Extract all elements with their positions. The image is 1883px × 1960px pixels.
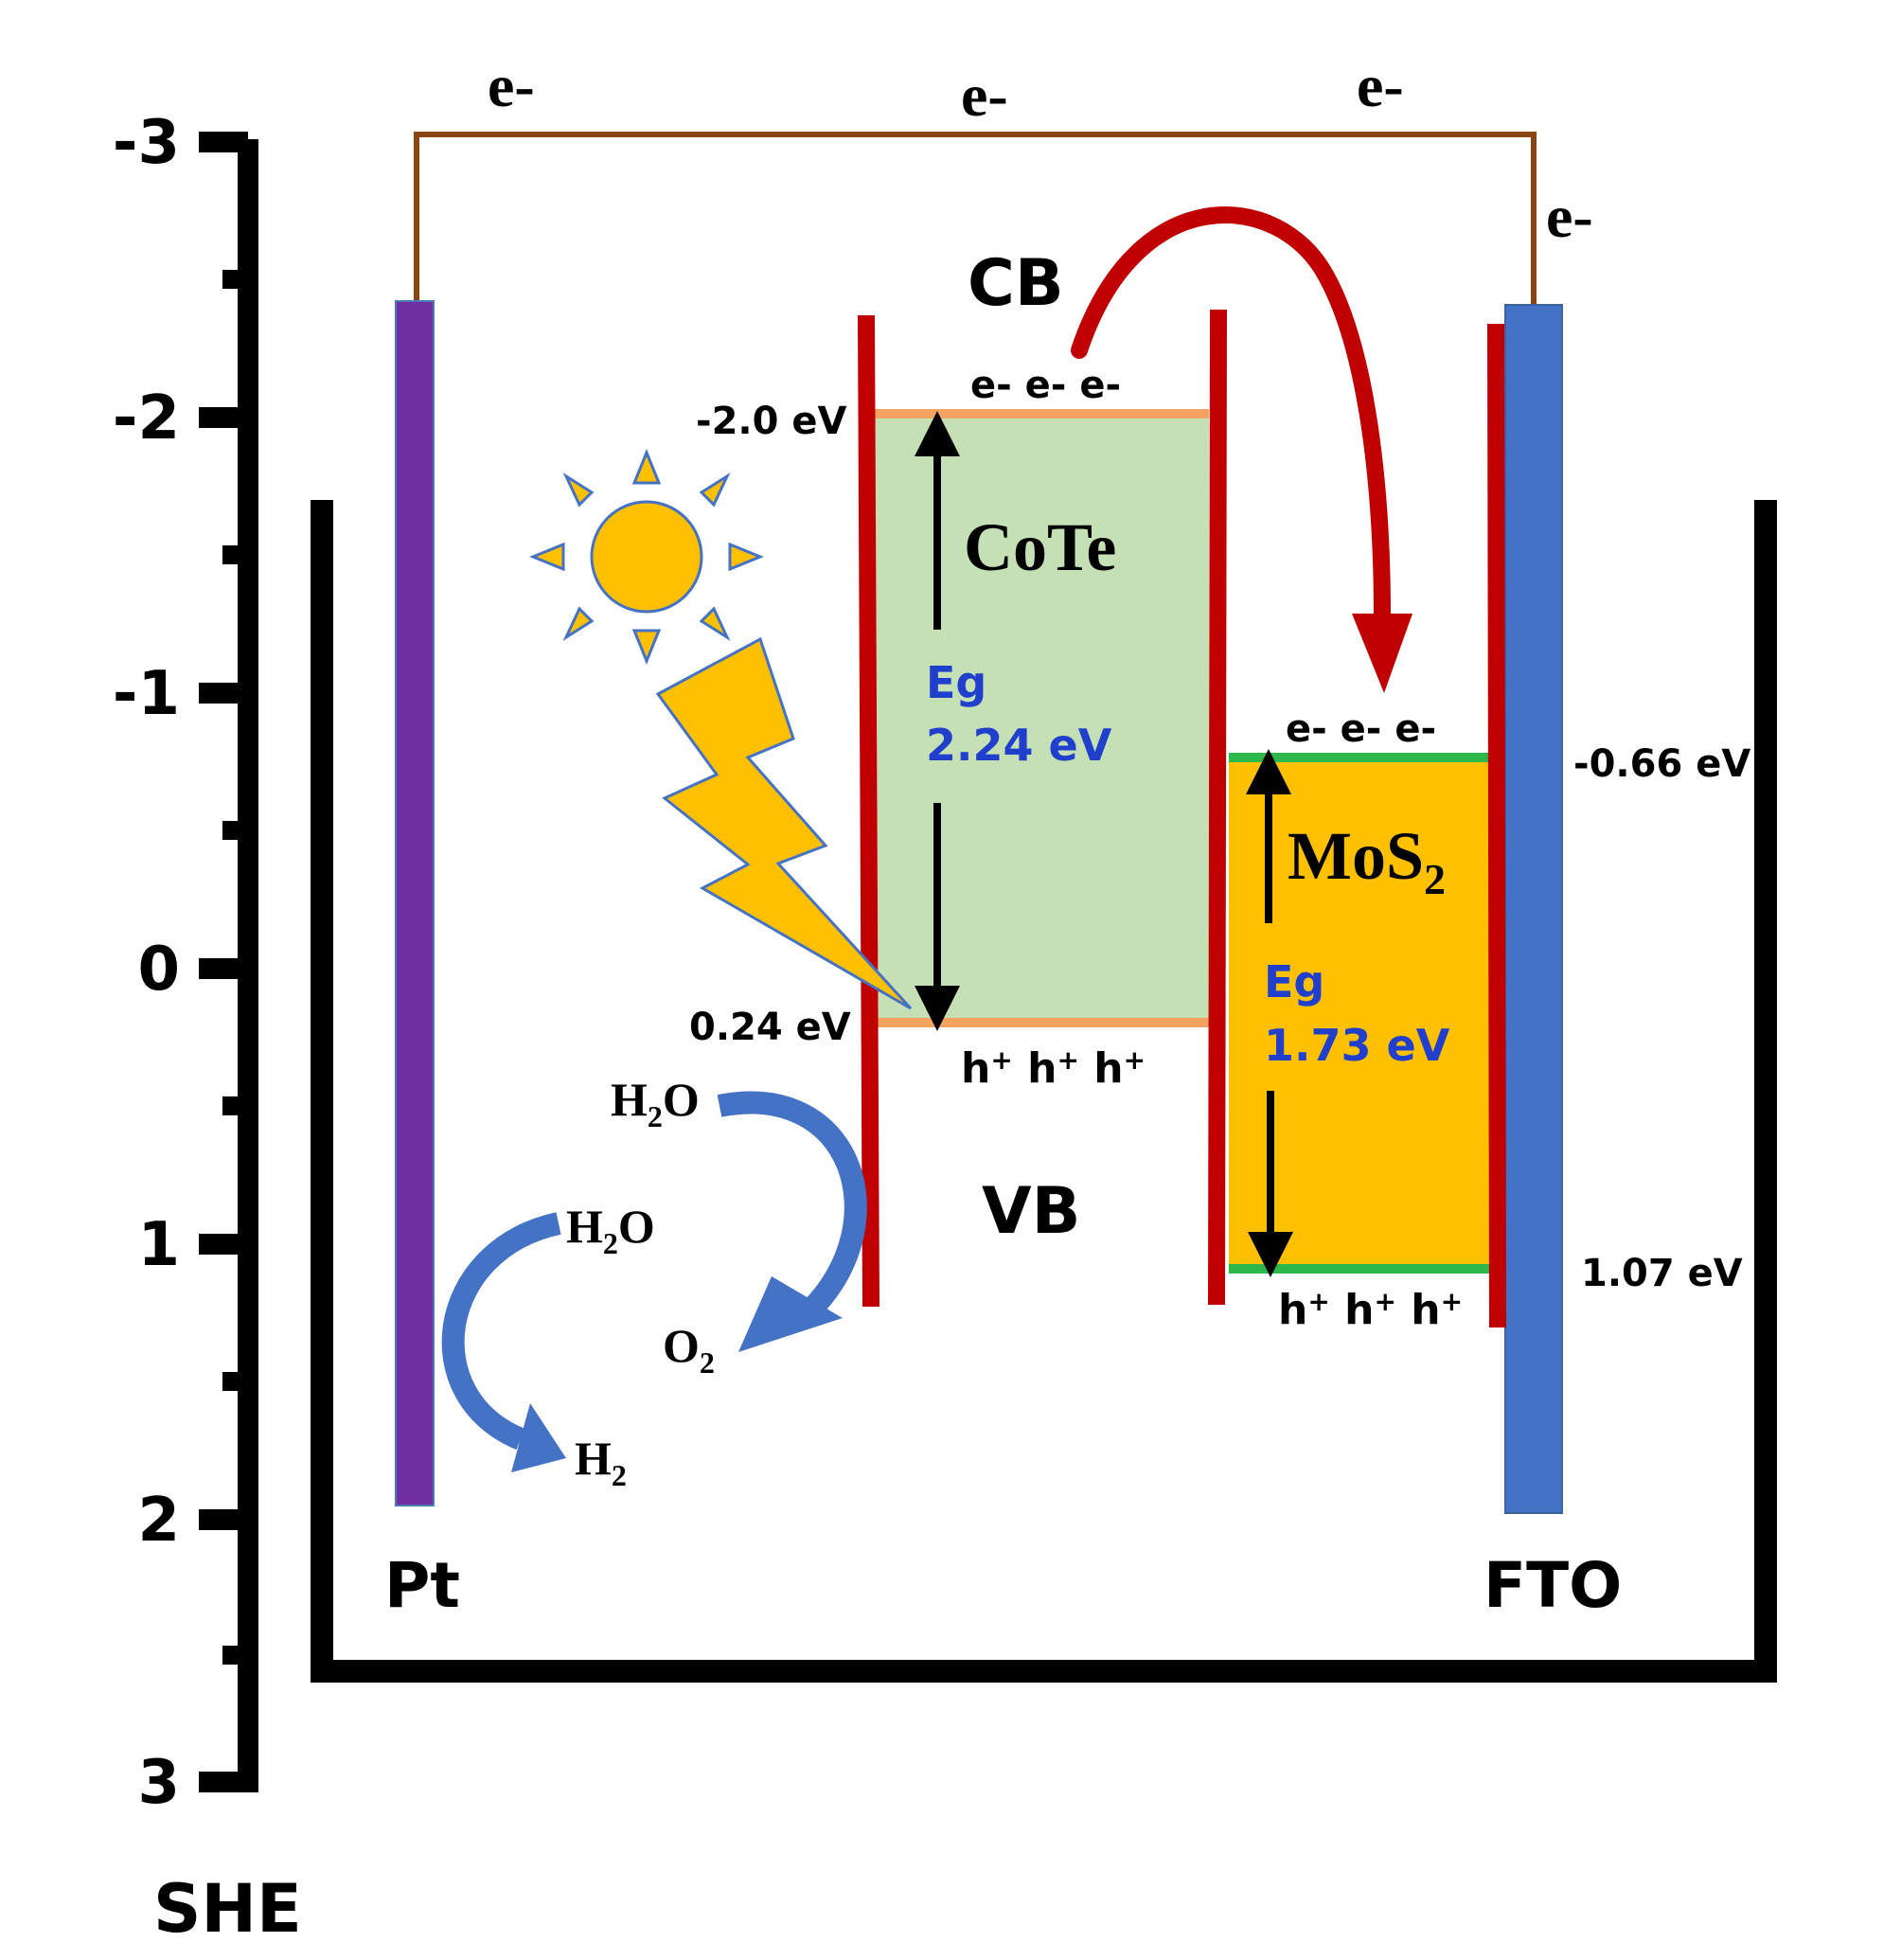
she-axis: -3 -2 -1 0 1 2 3 SHE (113, 108, 302, 1948)
mos2-electrons: e- e- e- (1286, 707, 1436, 751)
electron-transfer-arrow (1071, 206, 1391, 624)
mos2-right-wall (1487, 323, 1506, 1328)
pt-label: Pt (384, 1549, 460, 1622)
axis-tick-label: 1 (137, 1210, 180, 1280)
cote-cb-level: -2.0 eV (696, 400, 847, 443)
cote-vb-level: 0.24 eV (689, 1006, 851, 1049)
h2o-label-reduction: H2O (566, 1200, 655, 1260)
circuit-electron-label: e- (1546, 183, 1593, 250)
h2-label: H2 (575, 1432, 627, 1492)
h2o-label-oxidation: H2O (611, 1073, 700, 1133)
beaker-outline (311, 500, 1777, 1683)
sun-icon (529, 449, 764, 665)
electron-transfer-arrowhead (1352, 614, 1412, 693)
cote-band-gap-fill (873, 414, 1209, 1023)
mos2-holes: h+ h+ h+ (1278, 1286, 1463, 1334)
fto-label: FTO (1483, 1549, 1622, 1622)
reduction-arrowhead (511, 1403, 566, 1472)
mos2-eg-value: 1.73 eV (1264, 1020, 1450, 1071)
cote-holes: h+ h+ h+ (961, 1044, 1146, 1093)
circuit-electron-label: e- (1357, 52, 1404, 119)
mos2-cb-level: -0.66 eV (1573, 742, 1750, 786)
lightning-bolt-icon (655, 636, 913, 1010)
circuit-wire (414, 132, 1537, 305)
circuit-electron-label: e- (961, 62, 1008, 129)
cb-label: CB (968, 246, 1064, 321)
oxidation-arrow (717, 1091, 867, 1320)
axis-tick-label: -3 (113, 108, 180, 178)
mos2-vb-level: 1.07 eV (1581, 1252, 1743, 1295)
axis-tick-label: 0 (137, 935, 180, 1005)
axis-tick-label: 2 (137, 1486, 180, 1556)
mos2-eg-label: Eg (1264, 956, 1324, 1007)
cote-eg-label: Eg (926, 657, 986, 708)
axis-tick-label: -2 (113, 383, 180, 454)
cote-eg-value: 2.24 eV (926, 720, 1112, 771)
axis-tick-label: -1 (113, 659, 180, 729)
o2-label: O2 (663, 1319, 715, 1380)
oxidation-arrowhead (738, 1276, 843, 1352)
cote-electrons: e- e- e- (970, 364, 1121, 407)
reduction-arrow (441, 1212, 561, 1451)
axis-tick-label: 3 (137, 1748, 180, 1818)
axis-unit-label: SHE (153, 1870, 302, 1948)
mos2-label: MoS2 (1288, 818, 1446, 903)
cote-right-wall (1208, 309, 1227, 1306)
pt-electrode (395, 300, 435, 1506)
cote-label: CoTe (964, 509, 1116, 585)
cote-left-wall (858, 314, 879, 1308)
fto-electrode (1504, 304, 1563, 1514)
circuit-electron-label: e- (488, 52, 535, 119)
vb-label: VB (982, 1174, 1080, 1249)
